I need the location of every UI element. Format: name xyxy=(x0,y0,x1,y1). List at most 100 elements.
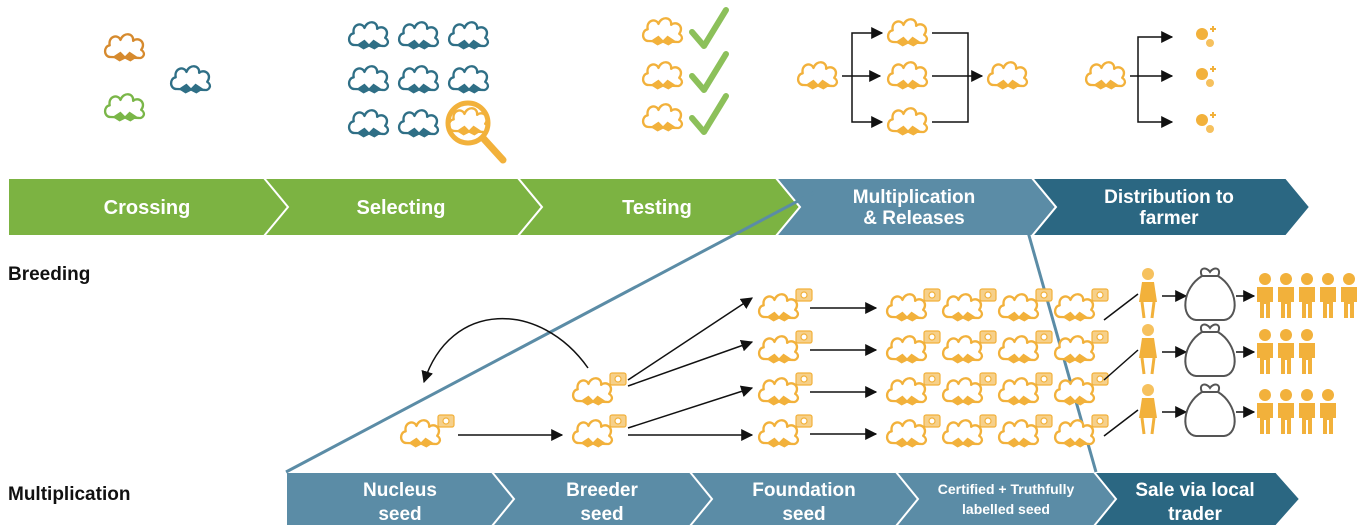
cotton-boll-icon xyxy=(886,18,929,48)
cotton-boll-icon xyxy=(397,109,440,139)
cotton-boll-icon xyxy=(1053,335,1096,365)
cotton-boll-icon xyxy=(103,93,146,123)
cotton-boll-icon xyxy=(1053,293,1096,323)
cotton-boll-icon xyxy=(757,335,800,365)
seed-tag-icon xyxy=(1091,414,1109,428)
cotton-boll-icon xyxy=(885,293,928,323)
farmer-person-icon xyxy=(1341,273,1357,318)
seed-tag-icon xyxy=(795,330,813,344)
distribution-icons xyxy=(1084,24,1218,135)
seed-tag-icon xyxy=(923,372,941,386)
seed-sack-icon xyxy=(1184,323,1236,377)
cotton-boll-icon xyxy=(397,21,440,51)
cotton-boll-icon xyxy=(941,419,984,449)
seed-sack-icon xyxy=(1184,267,1236,321)
checkmark-icon xyxy=(689,51,729,93)
bottom-stage-label: seed xyxy=(378,504,421,525)
multiplication-release-icons xyxy=(796,18,1029,137)
cotton-boll-icon xyxy=(571,377,614,407)
flow-arrow xyxy=(627,385,754,429)
top-stage-label: farmer xyxy=(1139,208,1199,229)
bottom-stage-label: trader xyxy=(1168,504,1222,525)
flow-arrow xyxy=(627,339,754,387)
cotton-boll-icon xyxy=(941,335,984,365)
cotton-boll-icon xyxy=(885,377,928,407)
seed-tag-icon xyxy=(979,372,997,386)
farmer-person-icon xyxy=(1278,389,1294,434)
seed-tag-icon xyxy=(1091,330,1109,344)
magnifier-icon xyxy=(445,100,507,164)
checkmark-icon xyxy=(689,7,729,49)
seedling-icon xyxy=(1194,24,1218,49)
selecting-icons xyxy=(347,21,490,139)
seed-sack-icon xyxy=(1184,383,1236,437)
farmer-person-icon xyxy=(1299,273,1315,318)
cotton-boll-icon xyxy=(1053,377,1096,407)
seed-tag-icon xyxy=(795,288,813,302)
farmer-person-icon xyxy=(1299,389,1315,434)
breeding-label: Breeding xyxy=(8,264,91,285)
cotton-boll-icon xyxy=(997,377,1040,407)
farmer-person-icon xyxy=(1320,273,1336,318)
bottom-stage-label: Sale via local xyxy=(1135,480,1254,501)
bottom-stage-label: Nucleus xyxy=(363,480,437,501)
seed-tag-icon xyxy=(1091,288,1109,302)
seed-multiplication-flow xyxy=(399,288,1109,449)
farmer-person-icon xyxy=(1299,329,1315,374)
cotton-boll-icon xyxy=(347,109,390,139)
cotton-boll-icon xyxy=(885,419,928,449)
bottom-stage-chevrons xyxy=(285,471,1302,527)
cotton-boll-icon xyxy=(796,61,839,91)
farmer-person-icon xyxy=(1257,389,1273,434)
cotton-boll-icon xyxy=(997,335,1040,365)
multiplication-label: Multiplication xyxy=(8,484,131,505)
trader-icon xyxy=(1137,266,1159,320)
bottom-stage-label: seed xyxy=(782,504,825,525)
trader-icon xyxy=(1137,382,1159,436)
trader-icon xyxy=(1137,322,1159,376)
flow-line xyxy=(1103,293,1139,321)
cotton-boll-icon xyxy=(886,61,929,91)
crossing-icons xyxy=(103,33,212,123)
bottom-stage-label: labelled seed xyxy=(962,501,1050,517)
seed-tag-icon xyxy=(979,414,997,428)
cotton-boll-icon xyxy=(641,61,684,91)
seedling-icon xyxy=(1194,110,1218,135)
seed-tag-icon xyxy=(923,414,941,428)
seed-tag-icon xyxy=(609,414,627,428)
cotton-boll-icon xyxy=(941,377,984,407)
cotton-boll-icon xyxy=(641,103,684,133)
bottom-stage-label: Foundation xyxy=(752,480,855,501)
top-stage-label: Crossing xyxy=(104,197,191,219)
seed-tag-icon xyxy=(979,288,997,302)
farmer-person-icon xyxy=(1257,273,1273,318)
bottom-stage-label: Certified + Truthfully xyxy=(938,481,1075,497)
feedback-arrow xyxy=(421,317,589,384)
trader-distribution xyxy=(1103,266,1357,437)
checkmark-icon xyxy=(689,93,729,135)
cotton-boll-icon xyxy=(641,17,684,47)
seed-tag-icon xyxy=(979,330,997,344)
flow-line xyxy=(1103,409,1139,437)
cotton-boll-icon xyxy=(571,419,614,449)
cotton-boll-icon xyxy=(347,65,390,95)
cotton-boll-icon xyxy=(757,377,800,407)
cotton-boll-icon xyxy=(169,65,212,95)
seed-tag-icon xyxy=(437,414,455,428)
farmer-person-icon xyxy=(1278,273,1294,318)
seed-tag-icon xyxy=(795,372,813,386)
cotton-boll-icon xyxy=(399,419,442,449)
flow-arrow xyxy=(627,297,754,381)
top-stage-label: Multiplication xyxy=(853,187,975,208)
top-stage-label: Distribution to xyxy=(1104,187,1234,208)
seed-tag-icon xyxy=(1035,288,1053,302)
top-stage-chevron xyxy=(1029,177,1312,237)
seedling-icon xyxy=(1194,64,1218,89)
cotton-boll-icon xyxy=(447,21,490,51)
cotton-boll-icon xyxy=(397,65,440,95)
top-stage-label: Testing xyxy=(622,197,692,219)
cotton-boll-icon xyxy=(447,65,490,95)
testing-icons xyxy=(641,7,729,135)
bottom-stage-label: seed xyxy=(580,504,623,525)
